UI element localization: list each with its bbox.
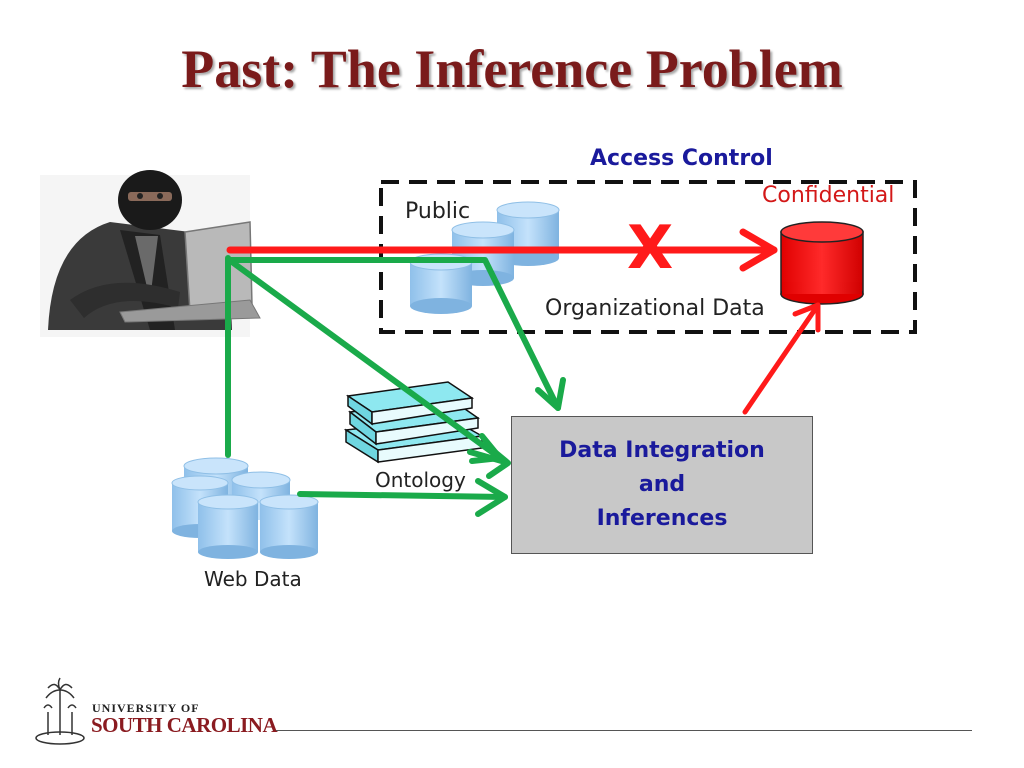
web-databases xyxy=(171,457,319,559)
public-label: Public xyxy=(405,199,471,224)
university-logo-icon xyxy=(35,677,85,745)
green-arrow-ontology-to-integration xyxy=(467,449,508,465)
confidential-database xyxy=(780,221,864,305)
red-arrows xyxy=(226,228,821,415)
red-arrow-integration-to-confidential xyxy=(742,302,821,415)
green-arrows xyxy=(225,255,566,517)
hacker-illustration xyxy=(40,170,261,337)
organizational-data-label: Organizational Data xyxy=(545,296,765,321)
university-small-text: UNIVERSITY OF xyxy=(92,701,200,715)
green-arrow-web-to-integration xyxy=(297,491,508,500)
data-integration-box: Data Integration and Inferences xyxy=(511,416,813,554)
integration-line-1: Data Integration xyxy=(559,438,765,463)
integration-line-2: and xyxy=(638,472,686,497)
integration-line-3: Inferences xyxy=(596,506,728,531)
blocked-x-mark: X xyxy=(627,213,674,283)
green-arrow-hacker-to-ontology-path xyxy=(229,259,503,461)
access-control-label: Access Control xyxy=(590,146,773,171)
university-name: SOUTH CAROLINA xyxy=(91,713,278,737)
ontology-label: Ontology xyxy=(375,468,466,492)
slide-title: Past: The Inference Problem xyxy=(181,39,843,99)
green-arrow-public-to-integration xyxy=(225,257,561,411)
web-data-label: Web Data xyxy=(204,567,302,591)
footer-divider xyxy=(276,730,972,731)
confidential-label: Confidential xyxy=(762,183,895,208)
